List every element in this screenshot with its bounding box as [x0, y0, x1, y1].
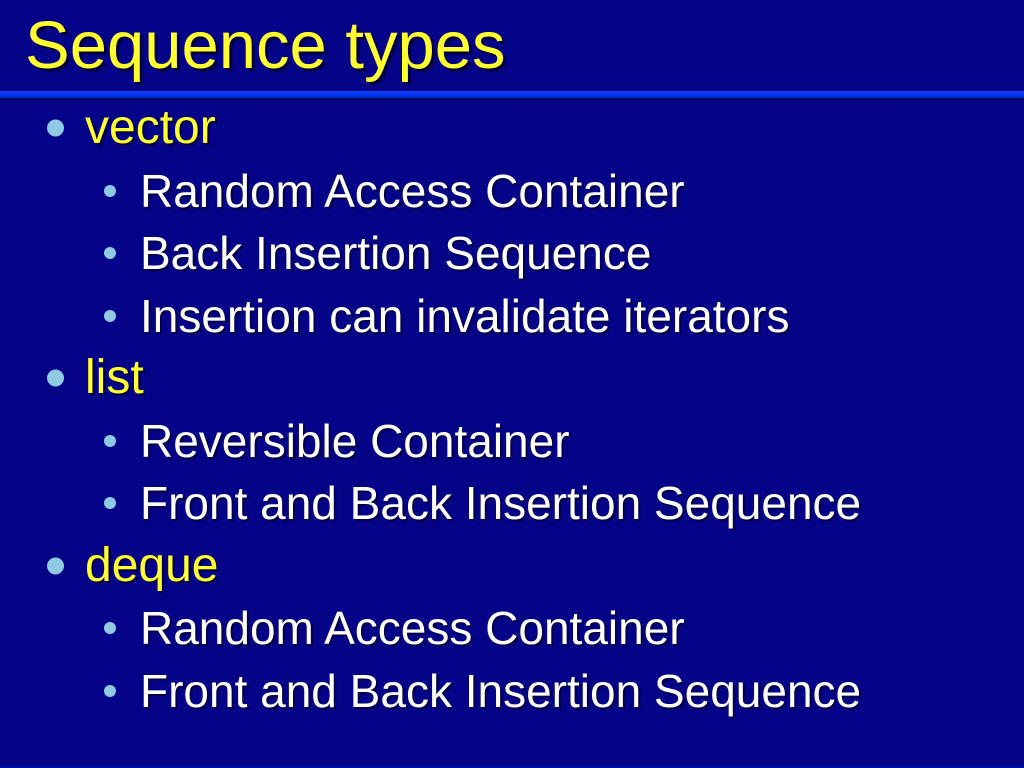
title-underline-rule — [0, 91, 1024, 98]
list-item: Front and Back Insertion Sequence — [0, 660, 1024, 723]
list-item-label: Front and Back Insertion Sequence — [140, 664, 862, 717]
list-item: Insertion can invalidate iterators — [0, 285, 1024, 348]
bullet-icon — [104, 184, 116, 197]
bottom-edge-strip — [0, 765, 1024, 768]
list-item-label: Insertion can invalidate iterators — [140, 289, 790, 342]
slide-title: Sequence types — [25, 8, 506, 83]
list-item-label: Reversible Container — [140, 414, 570, 467]
list-item: Reversible Container — [0, 410, 1024, 473]
list-item-label: deque — [85, 538, 219, 592]
list-item-label: list — [85, 351, 144, 404]
list-item-list: list — [0, 347, 1024, 410]
list-item-label: Random Access Container — [140, 164, 685, 217]
list-item-label: Front and Back Insertion Sequence — [140, 477, 862, 529]
list-item: Random Access Container — [0, 160, 1024, 223]
list-item-deque: deque — [0, 535, 1024, 598]
bullet-icon — [47, 119, 64, 137]
bullet-icon — [104, 684, 116, 697]
list-item-label: Back Insertion Sequence — [140, 227, 652, 279]
bullet-icon — [47, 557, 64, 575]
list-item: Random Access Container — [0, 597, 1024, 660]
list-item: Back Insertion Sequence — [0, 222, 1024, 285]
list-item: Front and Back Insertion Sequence — [0, 472, 1024, 535]
list-item-label: vector — [85, 101, 216, 154]
list-item-vector: vector — [0, 97, 1024, 160]
bullet-icon — [104, 622, 116, 635]
bullet-icon — [104, 247, 116, 260]
bullet-list: vector Random Access Container Back Inse… — [0, 97, 1024, 722]
bullet-icon — [104, 309, 116, 322]
bullet-icon — [47, 369, 64, 387]
bullet-icon — [104, 434, 116, 447]
bullet-icon — [104, 497, 116, 510]
list-item-label: Random Access Container — [140, 602, 685, 654]
